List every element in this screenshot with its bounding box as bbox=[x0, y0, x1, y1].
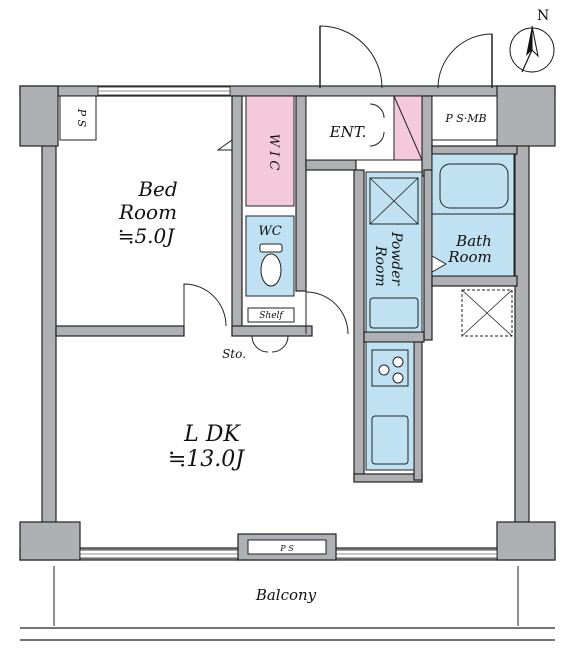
ldk-label: L DK bbox=[183, 422, 241, 447]
laundry-space bbox=[461, 289, 513, 337]
bedroom: Bed Room ≒5.0J bbox=[118, 177, 227, 327]
ps-shaft-top-left: P S bbox=[59, 95, 97, 141]
powder-room-label-line2: Room bbox=[372, 245, 388, 287]
powder-room-label-line1: Powder bbox=[388, 231, 404, 287]
bath-room-label-line2: Room bbox=[447, 248, 492, 266]
wc-toilet-room: WC bbox=[245, 215, 349, 335]
ps-bottom-label: P S bbox=[279, 544, 294, 553]
wic-label: W I C bbox=[266, 134, 281, 171]
entrance-label: ENT. bbox=[329, 123, 367, 141]
bath-room: Bath Room bbox=[431, 153, 515, 277]
storage-label: Sto. bbox=[222, 347, 246, 361]
powder-room: Powder Room bbox=[365, 171, 423, 333]
bedroom-label-line2: Room bbox=[118, 200, 177, 224]
walk-in-closet: W I C bbox=[216, 95, 295, 207]
ldk-area-label: ≒13.0J bbox=[168, 447, 245, 472]
kitchen-counter bbox=[365, 341, 415, 471]
bedroom-area-label: ≒5.0J bbox=[118, 224, 176, 248]
storage-shelf: Shelf Sto. bbox=[222, 307, 295, 361]
compass-north-label: N bbox=[537, 8, 549, 24]
compass-rose: N bbox=[509, 8, 555, 73]
balcony-label: Balcony bbox=[255, 586, 317, 604]
ps-top-left-label: P S bbox=[75, 108, 88, 128]
ps-shaft-bottom: P S bbox=[247, 539, 327, 555]
bath-room-label-line1: Bath bbox=[455, 232, 492, 250]
bedroom-label-line1: Bed bbox=[137, 177, 177, 201]
ps-mb-shaft: P S·MB bbox=[431, 95, 498, 141]
wc-label: WC bbox=[258, 224, 281, 239]
balcony: Balcony bbox=[20, 566, 555, 641]
ps-mb-label: P S·MB bbox=[444, 112, 486, 125]
ldk: L DK ≒13.0J bbox=[168, 422, 245, 472]
windows bbox=[79, 86, 498, 559]
shelf-label: Shelf bbox=[259, 311, 284, 321]
entrance: ENT. bbox=[305, 25, 493, 161]
